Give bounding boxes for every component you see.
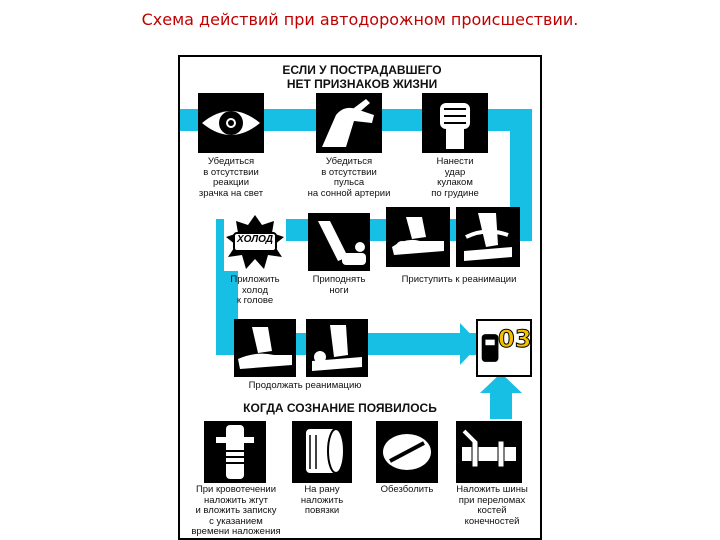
caption-painkiller: Обезболить xyxy=(380,484,434,495)
caption-pupil-line-4: зрачка на свет xyxy=(198,187,264,199)
raise-legs-icon xyxy=(308,213,370,271)
caption-bandage-line-1: На рану xyxy=(304,484,340,495)
caption-resuscitation: Приступить к реанимации xyxy=(401,274,517,285)
mouth-to-mouth-icon xyxy=(306,319,368,377)
caption-pupil-line-1: Убедиться xyxy=(207,156,255,167)
splint-icon xyxy=(456,421,522,483)
eye-icon xyxy=(198,93,264,153)
caption-pulse-line-4: на сонной артерии xyxy=(307,187,391,199)
caption-fist-line-1: Нанести xyxy=(436,156,474,167)
cold-pack-label: ХОЛОД xyxy=(237,234,273,245)
caption-legs-line-1: Приподнять xyxy=(312,274,366,285)
caption-cold-line-1: Приложить xyxy=(230,274,280,285)
caption-bandage-line-2: наложить xyxy=(300,494,344,506)
bandage-icon xyxy=(292,421,352,483)
caption-bandage-line-3: повязки xyxy=(304,505,340,516)
caption-cold-line-2: холод xyxy=(242,284,268,296)
caption-splint-line-4: конечностей xyxy=(464,515,520,527)
heading-consciousness: КОГДА СОЗНАНИЕ ПОЯВИЛОСЬ xyxy=(243,401,437,415)
caption-fist-line-3: кулаком xyxy=(437,177,473,188)
heading-no-signs-line-1: ЕСЛИ У ПОСТРАДАВШЕГО xyxy=(282,63,442,77)
caption-pulse-line-1: Убедиться xyxy=(325,156,373,167)
caption-tourniquet-line-3: и вложить записку xyxy=(195,505,277,516)
caption-pupil-line-2: в отсутствии xyxy=(203,166,259,178)
caption-pupil-line-3: реакции xyxy=(212,177,250,188)
caption-tourniquet-line-4: с указанием xyxy=(209,515,263,527)
fist-icon xyxy=(422,93,488,153)
caption-tourniquet-line-5: времени наложения xyxy=(191,526,281,537)
resuscitation-continue-icon xyxy=(234,319,296,377)
caption-fist-line-2: удар xyxy=(444,166,466,178)
resuscitation-icon xyxy=(386,207,450,267)
caption-pulse-line-3: пульса xyxy=(333,177,365,188)
caption-continue: Продолжать реанимацию xyxy=(248,380,362,391)
first-aid-poster: ЕСЛИ У ПОСТРАДАВШЕГО НЕТ ПРИЗНАКОВ ЖИЗНИ… xyxy=(178,55,542,540)
caption-tourniquet-line-2: наложить жгут xyxy=(204,494,268,506)
caption-pulse-line-2: в отсутствии xyxy=(321,166,377,178)
caption-tourniquet-line-1: При кровотечении xyxy=(195,484,277,495)
cold-pack-icon: ХОЛОД xyxy=(224,213,286,271)
pulse-check-icon xyxy=(316,93,382,153)
caption-splint-line-2: при переломах xyxy=(458,494,526,506)
caption-fist-line-4: по грудине xyxy=(431,187,479,199)
tourniquet-icon xyxy=(204,421,266,483)
pill-icon xyxy=(376,421,438,483)
caption-splint-line-3: костей xyxy=(477,505,507,516)
heading-no-signs-line-2: НЕТ ПРИЗНАКОВ ЖИЗНИ xyxy=(286,77,438,91)
caption-splint-line-1: Наложить шины xyxy=(456,484,528,495)
chest-compression-icon xyxy=(456,207,520,267)
page-title: Схема действий при автодорожном происшес… xyxy=(141,10,579,29)
ambulance-call-icon: 03 xyxy=(476,319,532,377)
caption-cold-line-3: к голове xyxy=(236,295,274,306)
caption-legs-line-2: ноги xyxy=(329,284,349,296)
ambulance-number-badge: 03 xyxy=(498,325,532,354)
